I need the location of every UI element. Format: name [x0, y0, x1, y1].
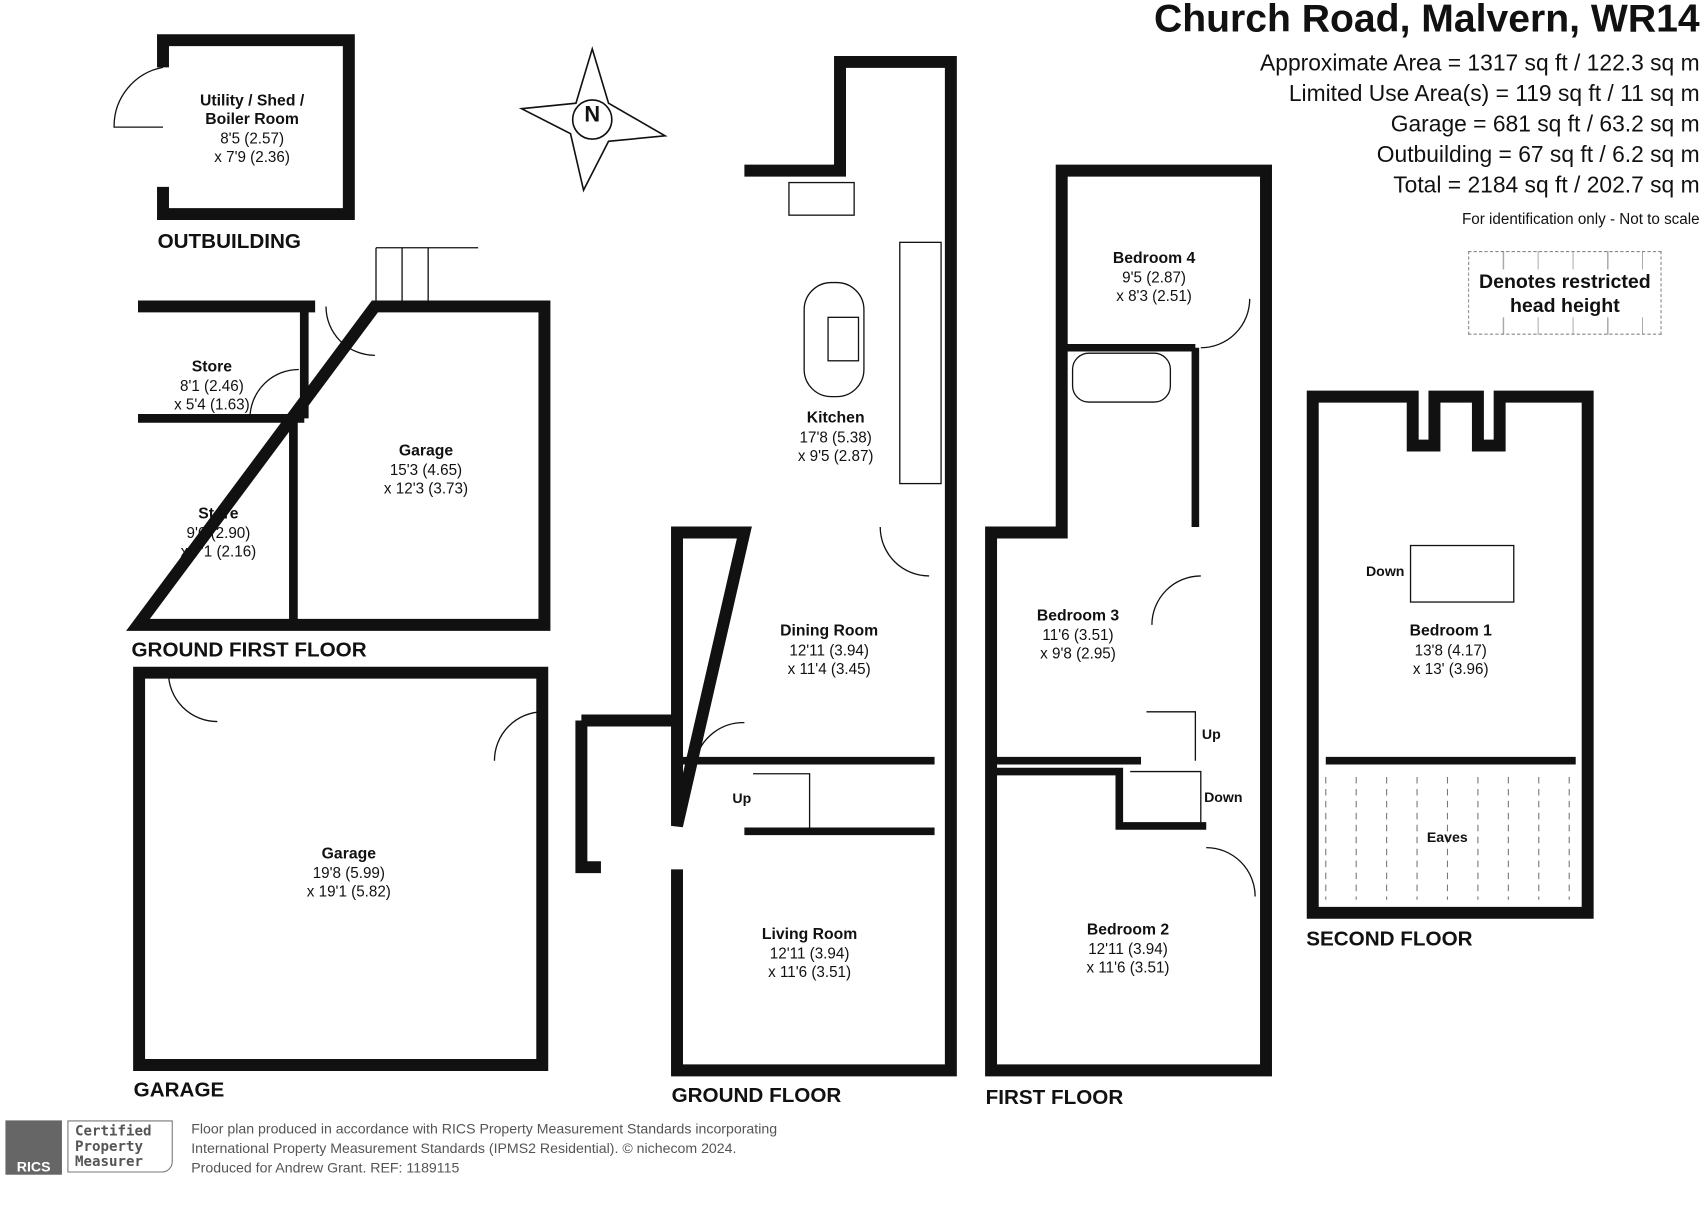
floor-plan-walls — [113, 34, 1594, 1077]
floor-label-outbuilding: OUTBUILDING — [157, 230, 301, 254]
area-approximate: Approximate Area = 1317 sq ft / 122.3 sq… — [1260, 51, 1700, 77]
ground-first-floor-walls — [126, 300, 551, 631]
floor-plan: N Church Road, Malvern, WR14 Approximate… — [5, 0, 1700, 1178]
area-garage: Garage = 681 sq ft / 63.2 sq m — [1390, 111, 1700, 137]
first-floor-walls — [985, 164, 1272, 1077]
badge-line: Measurer — [74, 1154, 144, 1171]
footer-line: Produced for Andrew Grant. REF: 1189115 — [191, 1159, 460, 1176]
restricted-height-legend: Denotes restricted head height — [1468, 251, 1662, 335]
ground-floor-walls — [671, 55, 957, 1077]
page-title: Church Road, Malvern, WR14 — [1153, 0, 1700, 41]
second-floor-walls — [1306, 390, 1594, 919]
floor-label-second: SECOND FLOOR — [1306, 928, 1473, 951]
compass-icon — [518, 46, 668, 193]
floor-label-ground-first: GROUND FIRST FLOOR — [131, 638, 367, 662]
floor-label-garage: GARAGE — [133, 1079, 225, 1102]
stairs-up-ground: Up — [732, 790, 752, 807]
floor-label-ground: GROUND FLOOR — [671, 1084, 842, 1108]
footer-disclaimer: Floor plan produced in accordance with R… — [191, 1119, 777, 1178]
rics-badge: RICS Certified Property Measurer — [5, 1120, 175, 1175]
compass-north-label: N — [584, 103, 601, 128]
area-limited-use: Limited Use Area(s) = 119 sq ft / 11 sq … — [1288, 81, 1700, 107]
badge-line: Certified — [74, 1123, 152, 1140]
badge-line: Property — [74, 1138, 144, 1156]
garage-walls — [133, 666, 549, 1071]
area-outbuilding: Outbuilding = 67 sq ft / 6.2 sq m — [1376, 142, 1700, 168]
footer-line: International Property Measurement Stand… — [191, 1139, 737, 1157]
area-total: Total = 2184 sq ft / 202.7 sq m — [1393, 172, 1700, 198]
outbuilding-walls — [157, 34, 355, 221]
floor-label-first: FIRST FLOOR — [985, 1086, 1124, 1110]
stairs-down-second: Down — [1365, 562, 1405, 580]
rics-logo: RICS — [5, 1120, 62, 1175]
scale-note: For identification only - Not to scale — [1461, 209, 1700, 228]
legend-text: Denotes restricted head height — [1469, 268, 1661, 317]
stairs-up-first: Up — [1201, 725, 1221, 743]
stairs-down-first: Down — [1204, 788, 1243, 806]
eaves-label: Eaves — [1426, 829, 1468, 846]
footer-line: Floor plan produced in accordance with R… — [191, 1120, 778, 1137]
